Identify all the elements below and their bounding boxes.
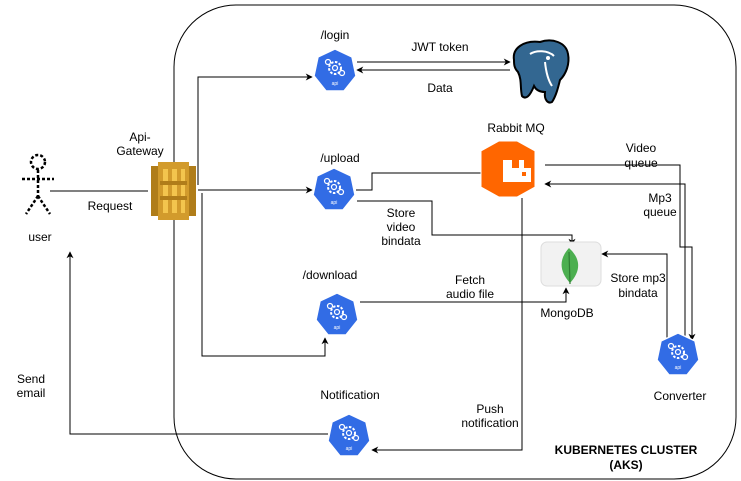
edge-label-jwt: JWT token <box>411 40 468 54</box>
svg-text:api: api <box>331 200 338 206</box>
user-label: user <box>28 230 51 244</box>
edge-label-fetch-audio-2: audio file <box>446 287 494 301</box>
edge-label-request: Request <box>88 199 133 213</box>
cluster-label-line1: KUBERNETES CLUSTER <box>555 443 698 457</box>
api-gateway-icon <box>151 162 196 220</box>
edge-label-push-notification-1: Push <box>476 402 503 416</box>
edge-converter-to-mongodb <box>601 250 668 340</box>
mongodb-icon <box>540 241 602 287</box>
mongodb-label: MongoDB <box>540 306 593 320</box>
edge-label-store-video-2: video <box>387 220 416 234</box>
edge-upload-to-rabbitmq <box>356 169 489 191</box>
download-api-icon[interactable]: api <box>315 292 359 336</box>
login-api-icon[interactable]: api <box>313 48 357 92</box>
converter-label: Converter <box>654 389 707 403</box>
gateway-label-line1: Api- <box>129 130 150 144</box>
edge-label-send-email-2: email <box>17 386 46 400</box>
rabbitmq-label: Rabbit MQ <box>487 121 544 135</box>
edge-rabbitmq-to-converter <box>545 164 696 341</box>
upload-label: /upload <box>320 151 359 165</box>
edge-label-video-queue-2: queue <box>624 156 658 170</box>
edge-label-send-email-1: Send <box>17 372 45 386</box>
edge-label-mp3-queue-1: Mp3 <box>648 191 672 205</box>
svg-text:api: api <box>675 365 682 371</box>
svg-text:api: api <box>334 325 341 331</box>
postgres-elephant-icon <box>512 39 570 104</box>
converter-api-icon[interactable]: api <box>656 332 700 376</box>
notification-api-icon[interactable]: api <box>327 413 371 457</box>
edge-converter-to-rabbitmq <box>544 180 686 340</box>
notification-label: Notification <box>320 388 379 402</box>
edge-label-fetch-audio-1: Fetch <box>455 273 485 287</box>
edge-label-video-queue-1: Video <box>626 141 657 155</box>
edge-rabbitmq-to-notification <box>371 198 523 454</box>
gateway-label-line2: Gateway <box>116 144 163 158</box>
kubernetes-cluster-boundary <box>173 4 737 480</box>
edge-upload-to-mongodb <box>357 200 576 246</box>
edge-gateway-to-download <box>201 193 329 357</box>
user-actor-icon <box>22 153 54 215</box>
edge-label-store-video-3: bindata <box>381 234 421 248</box>
svg-text:api: api <box>332 81 339 87</box>
edge-label-mp3-queue-2: queue <box>643 205 677 219</box>
edge-label-data: Data <box>427 81 453 95</box>
edge-label-store-mp3-1: Store mp3 <box>610 271 666 285</box>
edge-notification-to-user <box>66 251 328 435</box>
cluster-label-line2: (AKS) <box>609 458 642 472</box>
rabbitmq-icon <box>480 140 536 198</box>
edge-gateway-to-login <box>197 73 313 185</box>
upload-api-icon[interactable]: api <box>312 167 356 211</box>
edge-download-to-mongodb <box>360 287 570 303</box>
edge-label-push-notification-2: notification <box>461 416 518 430</box>
login-label: /login <box>321 28 350 42</box>
edge-label-store-mp3-2: bindata <box>618 286 658 300</box>
svg-text:api: api <box>346 446 353 452</box>
edge-label-store-video-1: Store <box>387 206 416 220</box>
download-label: /download <box>303 268 358 282</box>
